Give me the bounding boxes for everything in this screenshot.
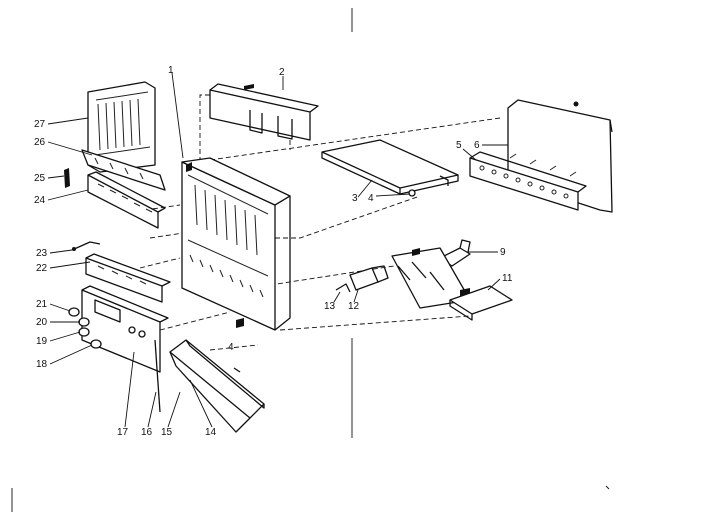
part-12-connector [349, 265, 389, 291]
callout-17: 17 [117, 427, 129, 438]
leader-lines [47, 72, 508, 428]
part-3-cover-plate [321, 139, 459, 195]
assembly-dashed-lines [139, 94, 501, 351]
part-4-screw-lower [233, 367, 241, 373]
callout-11: 11 [502, 273, 513, 284]
part-20-knob [78, 317, 90, 327]
part-4-screw-upper [408, 189, 416, 197]
callout-15: 15 [161, 427, 173, 438]
part-24-switch-bar [87, 171, 166, 229]
part-19-knob [78, 327, 90, 337]
part-26-bracket-strip [81, 149, 166, 191]
part-25-clip [64, 168, 70, 188]
callout-1: 1 [168, 65, 174, 76]
callout-6: 6 [474, 140, 480, 151]
callout-24: 24 [34, 195, 46, 206]
part-21-knob [68, 307, 80, 317]
callout-labels: 1 2 3 4 4 5 6 9 11 12 13 14 15 16 17 18 … [34, 65, 513, 438]
part-11-plate [449, 285, 513, 321]
part-18-knob [90, 339, 102, 349]
callout-27: 27 [34, 119, 46, 130]
part-13-clip [335, 283, 351, 293]
callout-25: 25 [34, 173, 46, 184]
callout-9: 9 [500, 247, 506, 258]
callout-14: 14 [205, 427, 217, 438]
callout-4-lower: 4 [228, 342, 234, 353]
callout-12: 12 [348, 301, 360, 312]
callout-23: 23 [36, 248, 48, 259]
part-5-connector-strip [469, 151, 587, 211]
callout-13: 13 [324, 301, 336, 312]
part-22-button-strip [85, 253, 171, 303]
callout-22: 22 [36, 263, 48, 274]
callout-19: 19 [36, 336, 48, 347]
part-23-lever [71, 241, 101, 251]
part-2-top-bracket [209, 83, 319, 141]
callout-2: 2 [279, 67, 285, 78]
callout-16: 16 [141, 427, 153, 438]
callout-3: 3 [352, 193, 358, 204]
callout-5: 5 [456, 140, 462, 151]
callout-21: 21 [36, 299, 48, 310]
callout-18: 18 [36, 359, 48, 370]
callout-26: 26 [34, 137, 46, 148]
part-27-rear-board [87, 81, 156, 173]
part-14-15-bottom-trim [169, 339, 265, 433]
callout-20: 20 [36, 317, 48, 328]
scan-marks [11, 8, 610, 512]
callout-4-upper: 4 [368, 193, 374, 204]
part-1-main-chassis [181, 157, 291, 331]
part-16-rail [154, 339, 161, 413]
